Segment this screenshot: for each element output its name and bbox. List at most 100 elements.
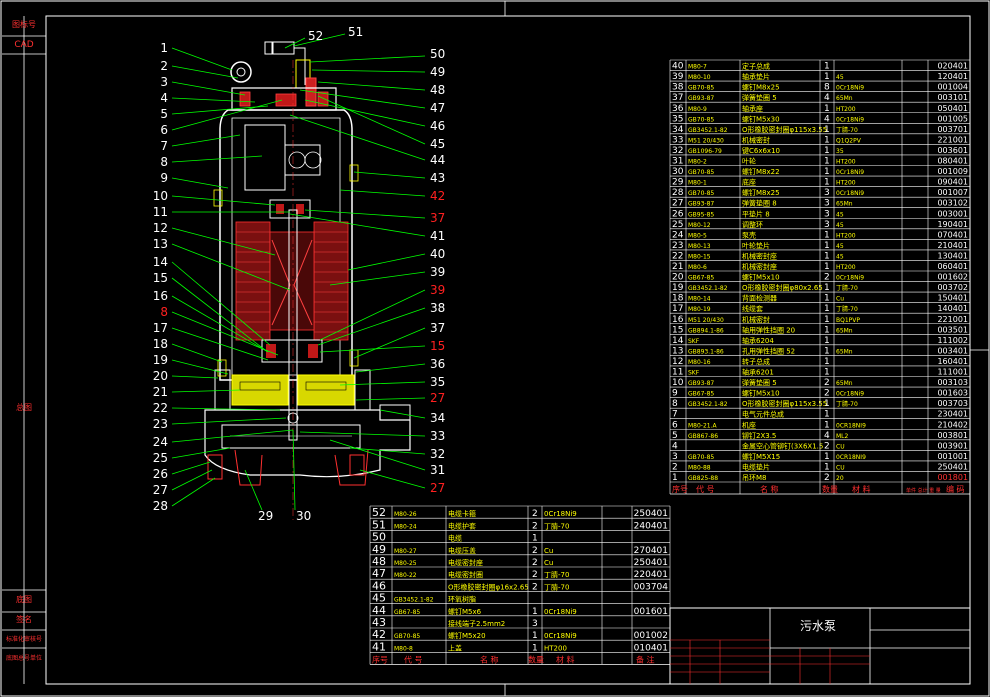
side-label-2: 总图 <box>16 402 32 412</box>
bom-right-qty: 1 <box>824 146 830 156</box>
callout-right-49: 49 <box>430 65 445 79</box>
bom-right-seq: 37 <box>672 93 683 103</box>
bom-right-seq: 36 <box>672 104 684 114</box>
callout-left-1: 1 <box>160 41 168 55</box>
bom-right-code-num: 003901 <box>937 441 968 450</box>
bom-right-code: GB93-87 <box>688 95 714 102</box>
bom-right-seq: 11 <box>672 368 683 378</box>
callout-left-20: 20 <box>153 369 168 383</box>
bom-right-name: 螺钉M8x22 <box>742 167 780 176</box>
bom-right-header-2: 名 称 <box>760 484 779 494</box>
bom-bottom-code: M80-25 <box>394 560 417 567</box>
bom-right-seq: 8 <box>672 399 678 409</box>
bom-right-qty: 1 <box>824 325 830 335</box>
callout-right-34: 34 <box>430 411 445 425</box>
bom-right-header-0: 序号 <box>672 484 688 494</box>
bom-right-material: 45 <box>836 253 844 260</box>
bom-right-name: O形橡胶密封圈φ115x3.55 <box>742 399 827 408</box>
upper-bearing <box>269 199 311 219</box>
bom-bottom-name: 螺钉M5x20 <box>448 631 486 640</box>
bom-right-material: 丁腈-70 <box>836 126 858 134</box>
bom-right-qty: 1 <box>824 452 830 462</box>
bom-bottom-qty: 2 <box>532 570 538 580</box>
bom-right-seq: 5 <box>672 431 678 441</box>
bom-right-seq: 31 <box>672 157 683 167</box>
bom-right-qty: 3 <box>824 209 830 219</box>
callout-right-37: 37 <box>430 211 445 225</box>
bom-right-seq: 35 <box>672 114 683 124</box>
bom-right-material: BQ1PVP <box>836 317 860 324</box>
bom-right-name: 平垫片 8 <box>742 209 770 218</box>
bom-right-code-num: 003801 <box>937 431 968 440</box>
bom-right-code-num: 003401 <box>937 346 968 355</box>
bom-right-name: 机械密封 <box>742 315 770 324</box>
bom-right-name: 孔用弹性挡圈 52 <box>742 346 795 355</box>
bom-bottom-qty: 1 <box>532 643 538 653</box>
bom-right-qty: 1 <box>824 125 830 135</box>
bom-right-code: GB894.1-86 <box>688 327 724 334</box>
bom-bottom-seq: 46 <box>372 579 386 592</box>
bom-bottom-material: Cu <box>544 547 553 555</box>
bom-right-seq: 1 <box>672 473 678 483</box>
bom-right-qty: 1 <box>824 410 830 420</box>
bom-right-header-6: 编 码 <box>946 484 965 494</box>
bom-right-code: M80-12 <box>688 222 711 229</box>
bom-right-code: SKF <box>688 370 700 377</box>
bom-right-seq: 34 <box>672 125 684 135</box>
callout-left-25: 25 <box>153 451 168 465</box>
bom-bottom-material: 0Cr18Ni9 <box>544 608 577 616</box>
bom-right-code: GB67-85 <box>688 275 714 282</box>
callout-left-18: 18 <box>153 337 168 351</box>
callout-left-8: 8 <box>160 305 168 319</box>
stator-winding-right <box>313 221 349 341</box>
bom-right-code-num: 150401 <box>937 294 968 303</box>
title-block[interactable]: 污水泵 <box>669 607 971 685</box>
bom-right-name: 泵壳 <box>742 230 756 239</box>
bom-bottom-seq: 44 <box>372 604 386 617</box>
bom-bottom-code-num: 240401 <box>634 521 668 531</box>
bom-right-name: 弹簧垫圈 8 <box>742 199 777 208</box>
bom-right-qty: 1 <box>824 315 830 325</box>
bom-right-name: 底座 <box>742 178 756 187</box>
callout-left-7: 7 <box>160 139 168 153</box>
bom-right-code: M80-1 <box>688 180 707 187</box>
callout-left-26: 26 <box>153 467 168 481</box>
bom-right-header-1: 代 号 <box>696 484 715 494</box>
bom-bottom-seq: 41 <box>372 640 386 653</box>
bom-bottom-qty: 2 <box>532 509 538 519</box>
bom-right-material: 65Mn <box>836 201 853 208</box>
bom-right-code: M80-14 <box>688 296 711 303</box>
bom-right-name: 螺钉M5x10 <box>742 389 780 398</box>
discharge-flange <box>379 404 411 421</box>
bom-right-name: 线缆套 <box>742 304 763 313</box>
bom-right-code: M80-9 <box>688 106 707 113</box>
bom-right-code-num: 140401 <box>937 304 968 313</box>
bom-bottom-name: 电缆 <box>448 534 462 543</box>
leader-lines-right <box>284 33 426 489</box>
bom-right-seq: 9 <box>672 389 678 399</box>
bom-right-seq: 27 <box>672 199 683 209</box>
callout-left-6: 6 <box>160 123 168 137</box>
bom-right-code: GB70-85 <box>688 190 714 197</box>
bom-right-code-num: 111002 <box>937 336 968 345</box>
callout-left-14: 14 <box>153 255 168 269</box>
bom-bottom-qty: 2 <box>532 521 538 531</box>
callout-right-35: 35 <box>430 375 445 389</box>
bom-bottom-qty: 1 <box>532 607 538 617</box>
bom-right-code-num: 050401 <box>937 104 968 113</box>
bom-right-seq: 15 <box>672 325 683 335</box>
bom-bottom-qty: 2 <box>532 558 538 568</box>
bom-bottom-code-num: 250401 <box>634 558 668 568</box>
bom-right-material: 45 <box>836 222 844 229</box>
bom-right-name: O形橡胶密封圈φ80x2.65 <box>742 283 823 292</box>
bom-right-name: 机械密封座 <box>742 251 777 260</box>
callout-right-27: 27 <box>430 391 445 405</box>
bom-bottom-code-num: 250401 <box>634 509 668 519</box>
bom-bottom-qty: 2 <box>532 546 538 556</box>
callout-left-12: 12 <box>153 221 168 235</box>
bom-bottom-qty: 1 <box>532 534 538 544</box>
pump-section-view[interactable] <box>204 41 411 520</box>
